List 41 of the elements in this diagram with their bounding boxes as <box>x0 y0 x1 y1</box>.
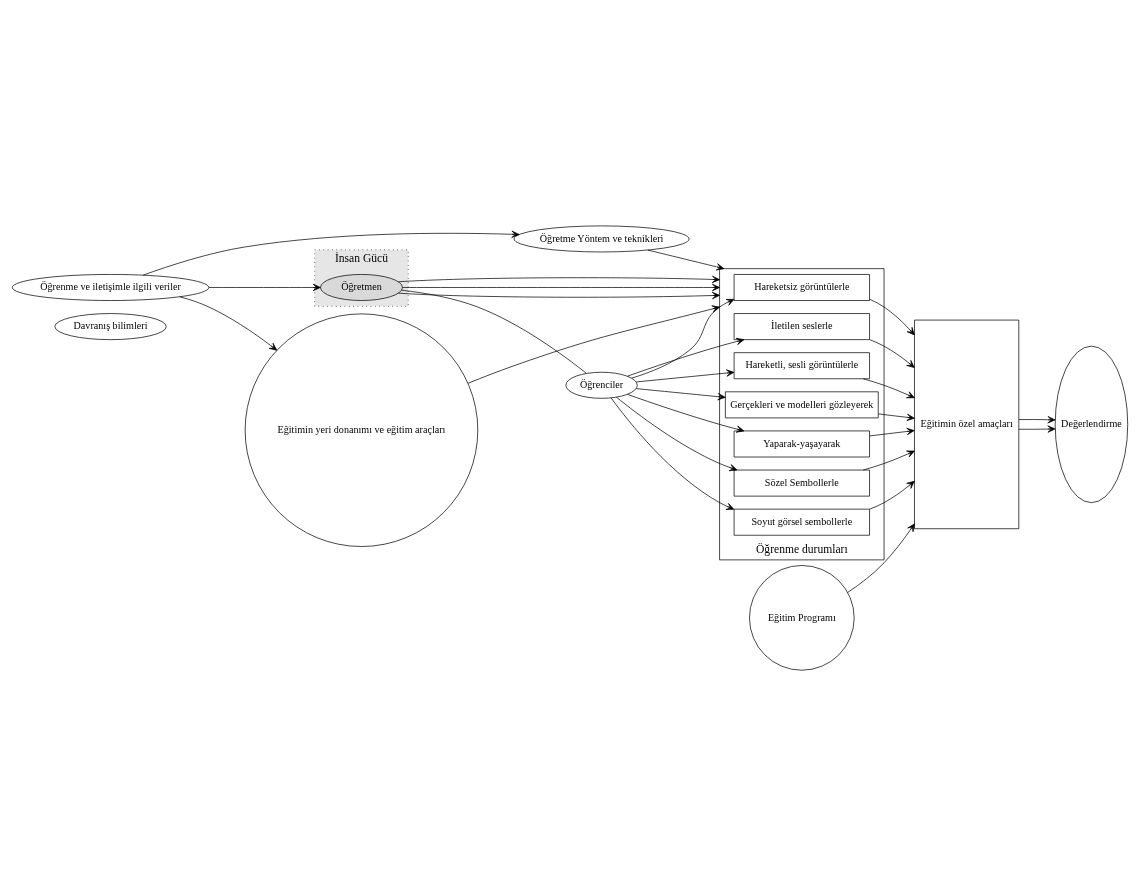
arrow <box>398 275 720 283</box>
arrow <box>627 393 745 433</box>
node-box: Hareketli, sesli görüntülerle <box>733 351 870 379</box>
arrow <box>869 427 915 436</box>
arrow <box>847 523 915 593</box>
arrow <box>631 298 735 378</box>
node-circle: Eğitim Programı <box>749 564 855 671</box>
arrow <box>869 298 915 335</box>
arrow <box>627 337 745 377</box>
node-box: Eğitimin özel amaçları <box>914 319 1020 529</box>
arrow <box>208 283 321 291</box>
node-box: Yaparak-yaşayarak <box>733 430 870 457</box>
arrow <box>635 368 735 382</box>
node-box: Sözel Sembollerle <box>733 469 870 496</box>
arrow <box>635 387 726 400</box>
arrow <box>862 450 915 470</box>
node-ellipse: Öğretmen <box>320 273 403 301</box>
node-box: Gerçekleri ve modelleri gözleyerek <box>725 390 879 418</box>
arrow <box>1018 424 1056 433</box>
arrow <box>467 304 720 384</box>
arrow <box>179 295 278 351</box>
node-box: Soyut görsel sembollerle <box>733 508 870 536</box>
node-box: Hareketsiz görüntülerle <box>733 273 870 301</box>
arrow <box>142 230 520 275</box>
node-ellipse: Öğrenme ve iletişimle ilgili veriler <box>11 273 210 301</box>
connector <box>401 289 587 374</box>
arrow <box>402 283 720 291</box>
node-ellipse: Öğrenciler <box>565 371 638 399</box>
arrow <box>610 397 735 510</box>
arrow <box>862 377 915 398</box>
node-box: İletilen seslerle <box>733 312 870 340</box>
arrow <box>398 291 720 299</box>
node-circle: Eğitimin yeri donanımı ve eğitim araçları <box>244 313 479 547</box>
arrow <box>869 480 915 510</box>
node-ellipse: Davranış bilimleri <box>54 312 167 340</box>
arrow <box>616 396 738 471</box>
arrow <box>647 249 725 270</box>
arrow <box>1018 415 1056 423</box>
arrow <box>869 338 915 368</box>
arrow <box>878 413 915 421</box>
node-ellipse: Değerlendirme <box>1054 345 1129 503</box>
